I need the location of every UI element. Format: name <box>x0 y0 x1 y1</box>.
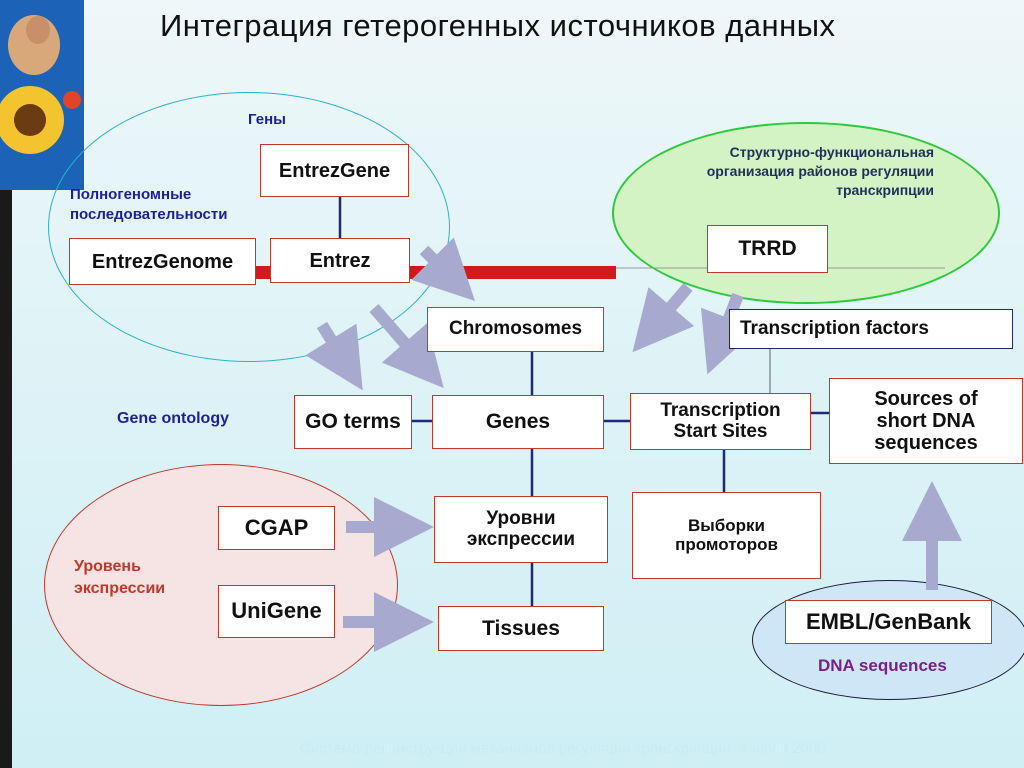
go-terms-box: GO terms <box>294 395 412 449</box>
dna-group-label: DNA sequences <box>818 656 947 675</box>
genes-box: Genes <box>432 395 604 449</box>
page-title: Интеграция гетерогенных источников данны… <box>160 8 836 43</box>
expression-group-label: Уровень экспрессии <box>74 558 166 597</box>
trrd-group-ellipse <box>612 122 1000 304</box>
genes-group-label: Гены <box>248 111 286 128</box>
corner-illustration <box>0 0 84 190</box>
embl-genbank-box: EMBL/GenBank <box>785 600 992 644</box>
expression-levels-box: Уровни экспрессии <box>434 496 608 563</box>
genome-group-label: Полногеномные последовательности <box>70 186 228 224</box>
tissues-box: Tissues <box>438 606 604 651</box>
tss-box: Transcription Start Sites <box>630 393 811 450</box>
short-dna-sources-box: Sources of short DNA sequences <box>829 378 1023 464</box>
transcription-factors-box: Transcription factors <box>729 309 1013 349</box>
entrezgene-box: EntrezGene <box>260 144 409 197</box>
entrezgenome-box: EntrezGenome <box>69 238 256 285</box>
chromosomes-box: Chromosomes <box>427 307 604 352</box>
gene-ontology-label: Gene ontology <box>117 410 229 427</box>
trrd-box: TRRD <box>707 225 828 273</box>
trrd-group-label: Структурно-функциональная организация ра… <box>706 144 934 198</box>
entrez-box: Entrez <box>270 238 410 283</box>
genes-group-ellipse <box>48 92 450 362</box>
cgap-box: CGAP <box>218 506 335 550</box>
left-accent-bar <box>0 190 12 768</box>
promoters-box: Выборки промоторов <box>632 492 821 579</box>
footer-text: Система реконструкции механизмов регуляц… <box>300 740 826 757</box>
unigene-box: UniGene <box>218 585 335 638</box>
